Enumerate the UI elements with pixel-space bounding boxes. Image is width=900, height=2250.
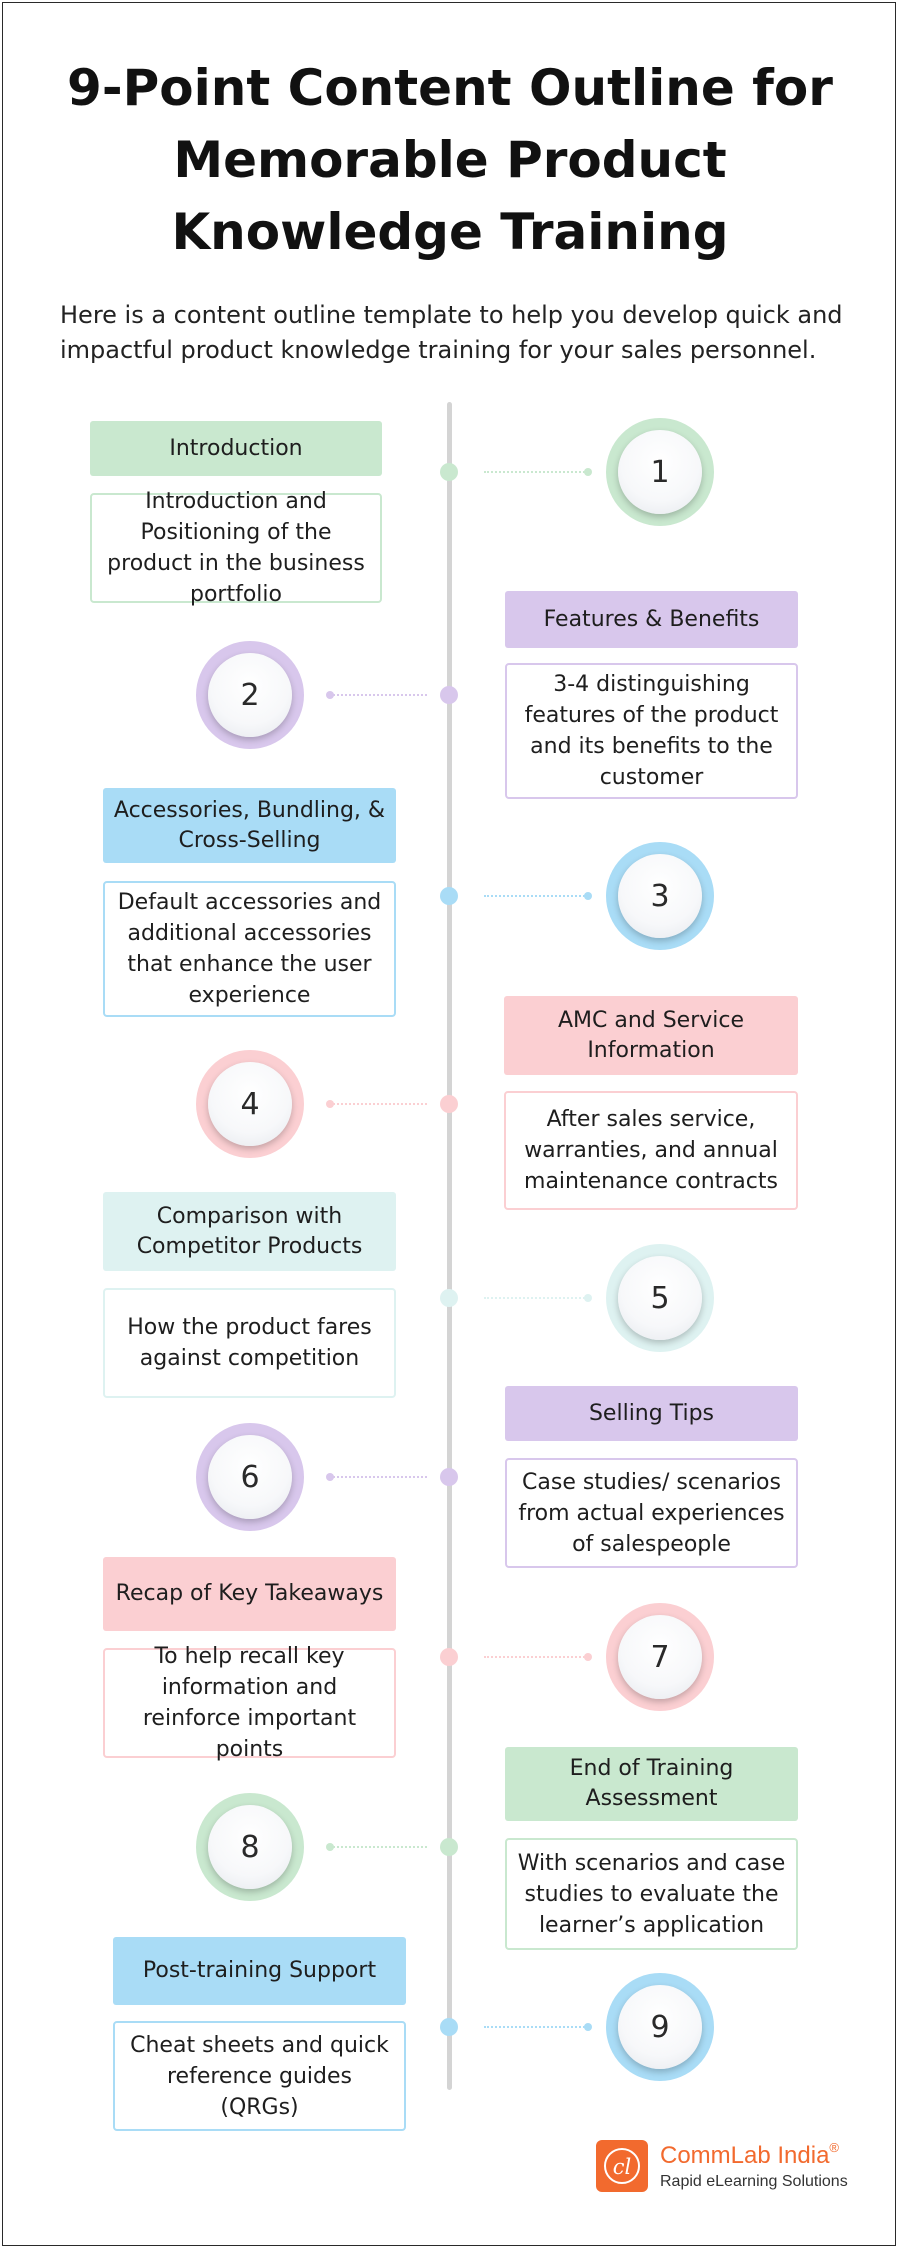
step-circle-2: 2 bbox=[196, 641, 304, 749]
timeline-dot-7 bbox=[440, 1648, 458, 1666]
connector-2 bbox=[330, 694, 427, 696]
title-line-3: Knowledge Training bbox=[171, 203, 729, 261]
connector-end-6 bbox=[326, 1473, 334, 1481]
connector-8 bbox=[330, 1846, 427, 1848]
step-description-9: Cheat sheets and quick reference guides … bbox=[113, 2021, 406, 2131]
timeline-dot-8 bbox=[440, 1838, 458, 1856]
timeline-dot-1 bbox=[440, 463, 458, 481]
logo-name: CommLab India® bbox=[660, 2140, 840, 2169]
timeline-dot-6 bbox=[440, 1468, 458, 1486]
connector-end-7 bbox=[584, 1653, 592, 1661]
intro-text: Here is a content outline template to he… bbox=[60, 301, 843, 364]
connector-end-9 bbox=[584, 2023, 592, 2031]
connector-3 bbox=[484, 895, 588, 897]
timeline-dot-4 bbox=[440, 1095, 458, 1113]
step-number: 4 bbox=[208, 1062, 292, 1146]
step-circle-3: 3 bbox=[606, 842, 714, 950]
timeline-spine bbox=[447, 402, 452, 2090]
step-label-1: Introduction bbox=[90, 421, 382, 476]
title-line-2: Memorable Product bbox=[173, 131, 727, 189]
cl-monogram-icon: cl bbox=[596, 2140, 648, 2192]
connector-end-8 bbox=[326, 1843, 334, 1851]
connector-1 bbox=[484, 471, 588, 473]
step-circle-5: 5 bbox=[606, 1244, 714, 1352]
connector-end-5 bbox=[584, 1294, 592, 1302]
connector-end-1 bbox=[584, 468, 592, 476]
step-label-8: End of Training Assessment bbox=[505, 1747, 798, 1821]
step-number: 1 bbox=[618, 430, 702, 514]
step-label-5: Comparison with Competitor Products bbox=[103, 1192, 396, 1271]
step-circle-8: 8 bbox=[196, 1793, 304, 1901]
connector-end-4 bbox=[326, 1100, 334, 1108]
connector-7 bbox=[484, 1656, 588, 1658]
step-number: 2 bbox=[208, 653, 292, 737]
step-number: 6 bbox=[208, 1435, 292, 1519]
timeline-dot-2 bbox=[440, 686, 458, 704]
step-number: 7 bbox=[618, 1615, 702, 1699]
step-description-6: Case studies/ scenarios from actual expe… bbox=[505, 1458, 798, 1568]
step-description-2: 3-4 distinguishing features of the produ… bbox=[505, 663, 798, 799]
connector-end-3 bbox=[584, 892, 592, 900]
step-circle-6: 6 bbox=[196, 1423, 304, 1531]
logo-tagline: Rapid eLearning Solutions bbox=[660, 2173, 848, 2190]
step-label-2: Features & Benefits bbox=[505, 591, 798, 648]
step-description-8: With scenarios and case studies to evalu… bbox=[505, 1838, 798, 1950]
timeline-dot-5 bbox=[440, 1289, 458, 1307]
page-title: 9-Point Content Outline for Memorable Pr… bbox=[0, 52, 900, 268]
step-description-1: Introduction and Positioning of the prod… bbox=[90, 489, 382, 607]
step-circle-1: 1 bbox=[606, 418, 714, 526]
step-description-4: After sales service, warranties, and ann… bbox=[504, 1091, 798, 1210]
commlab-logo: cl CommLab India® Rapid eLearning Soluti… bbox=[596, 2140, 876, 2200]
step-number: 5 bbox=[618, 1256, 702, 1340]
connector-5 bbox=[484, 1297, 588, 1299]
step-label-7: Recap of Key Takeaways bbox=[103, 1557, 396, 1631]
step-circle-7: 7 bbox=[606, 1603, 714, 1711]
step-description-7: To help recall key information and reinf… bbox=[103, 1644, 396, 1762]
title-line-1: 9-Point Content Outline for bbox=[67, 59, 833, 117]
step-description-3: Default accessories and additional acces… bbox=[103, 881, 396, 1017]
connector-9 bbox=[484, 2026, 588, 2028]
step-label-9: Post-training Support bbox=[113, 1937, 406, 2005]
step-label-6: Selling Tips bbox=[505, 1386, 798, 1441]
step-number: 9 bbox=[618, 1985, 702, 2069]
timeline-dot-3 bbox=[440, 887, 458, 905]
step-label-3: Accessories, Bundling, & Cross-Selling bbox=[103, 788, 396, 863]
step-circle-4: 4 bbox=[196, 1050, 304, 1158]
step-description-5: How the product fares against competitio… bbox=[103, 1288, 396, 1398]
connector-end-2 bbox=[326, 691, 334, 699]
connector-6 bbox=[330, 1476, 427, 1478]
step-label-4: AMC and Service Information bbox=[504, 996, 798, 1075]
step-number: 3 bbox=[618, 854, 702, 938]
registered-mark: ® bbox=[829, 2140, 840, 2155]
svg-text:cl: cl bbox=[613, 2155, 631, 2179]
step-number: 8 bbox=[208, 1805, 292, 1889]
step-circle-9: 9 bbox=[606, 1973, 714, 2081]
connector-4 bbox=[330, 1103, 427, 1105]
timeline-dot-9 bbox=[440, 2018, 458, 2036]
